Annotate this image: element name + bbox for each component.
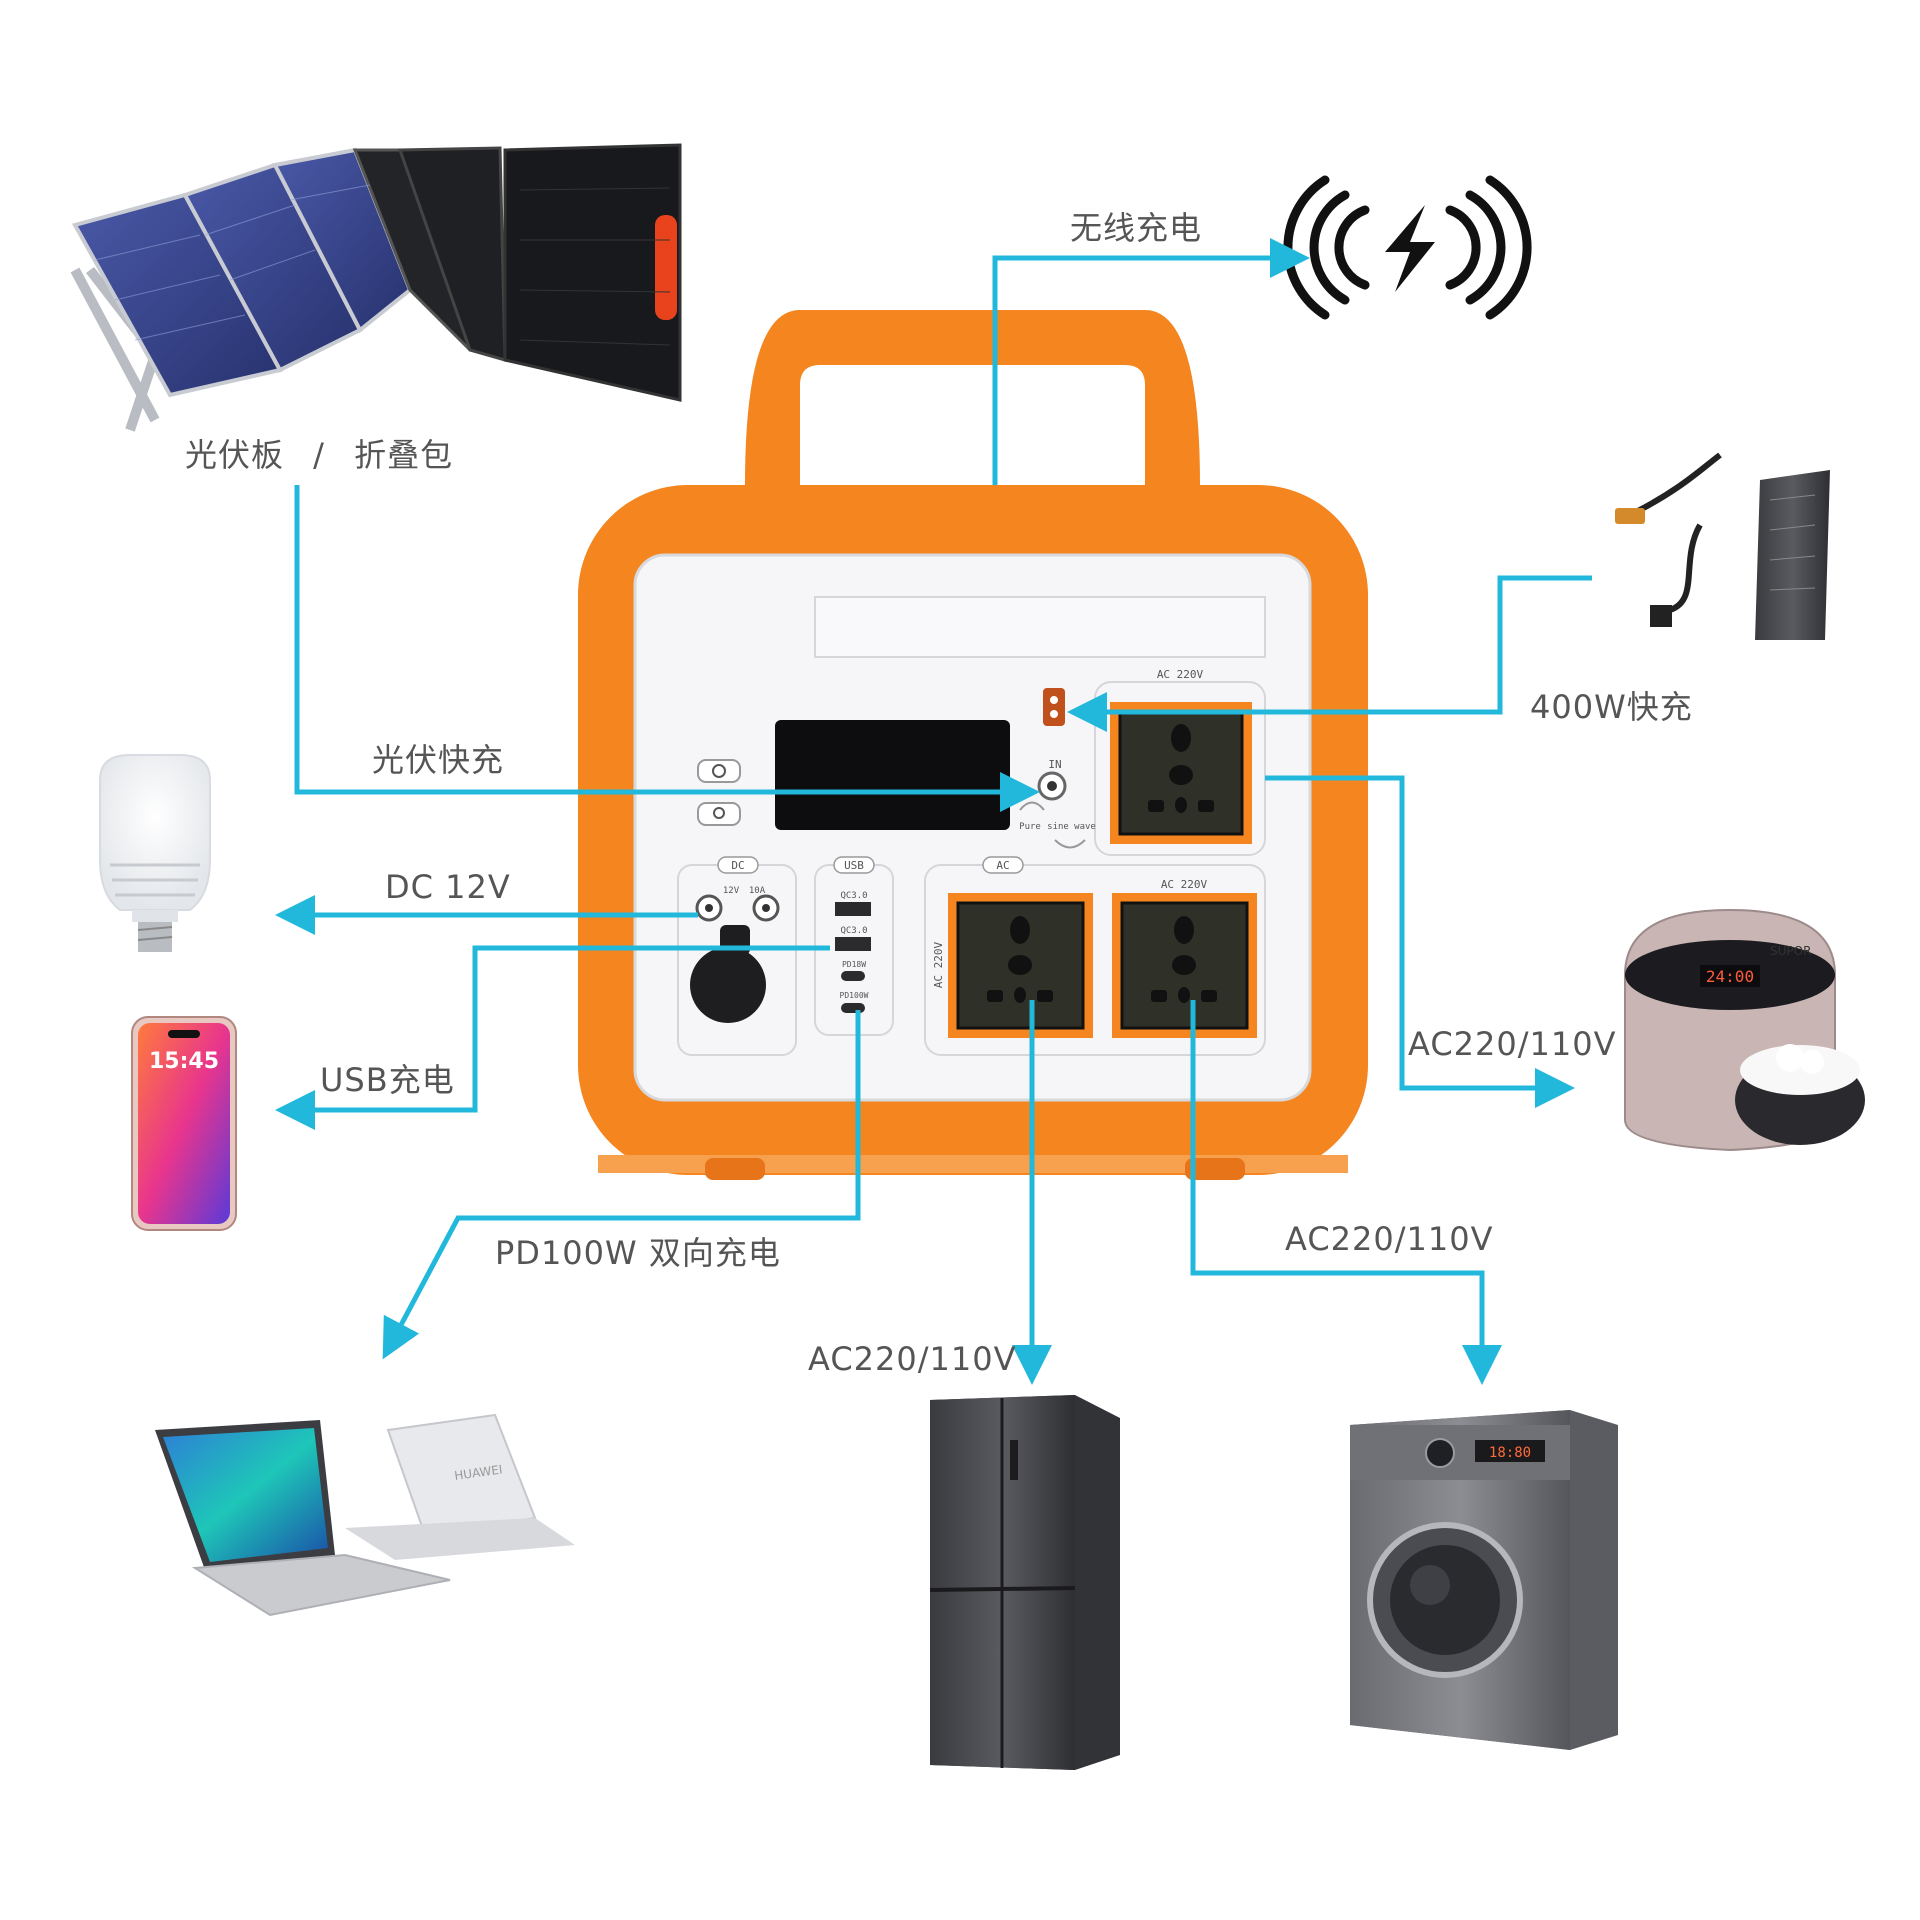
usb-header-text: USB <box>844 859 864 872</box>
ac-right-label: AC220/110V <box>1408 1025 1617 1063</box>
dc-12v-label: DC 12V <box>385 868 511 906</box>
usb-c-pd100-port <box>841 1003 865 1013</box>
ac-header-text: AC <box>996 859 1009 872</box>
sine-text: sine <box>1047 822 1069 832</box>
arrow-solar-to-in <box>294 485 1040 812</box>
solar-panel-label: 光伏板 / 折叠包 <box>185 436 454 474</box>
solar-panel-image <box>70 143 682 432</box>
light-bulb-image <box>99 754 211 952</box>
light-button <box>697 802 741 826</box>
dc-10a-text: 10A <box>749 886 766 896</box>
phone-clock-text: 15:45 <box>149 1049 219 1074</box>
connection-arrows <box>275 238 1592 1385</box>
xt60-input-port <box>1043 688 1065 726</box>
led-light-strip <box>814 596 1266 658</box>
car-socket <box>690 947 766 1023</box>
arrow-pd100 <box>382 1010 861 1360</box>
power-station <box>578 310 1368 1180</box>
cooker-brand-text: SUPOR <box>1770 944 1811 958</box>
arrow-ac-washer <box>1190 1000 1502 1385</box>
outlet-holes <box>987 724 1217 1003</box>
washing-machine-image <box>1350 1410 1618 1750</box>
pd18-text: PD18W <box>842 960 866 969</box>
qc1-text: QC3.0 <box>840 891 867 901</box>
usb-charging-label: USB充电 <box>320 1061 455 1099</box>
rice-cooker-image <box>1624 908 1865 1152</box>
carry-handle <box>745 310 1200 485</box>
ac-fridge-label: AC220/110V <box>808 1340 1017 1378</box>
arrow-charger-to-xt60 <box>1067 575 1592 732</box>
power-button <box>697 759 741 783</box>
laptops-image <box>155 1413 575 1617</box>
ac-220v-top-text: AC 220V <box>1157 668 1204 681</box>
ac-220v-side-text: AC 220V <box>932 941 945 988</box>
pd100w-label: PD100W 双向充电 <box>495 1234 781 1272</box>
lcd-display <box>775 720 1010 830</box>
wave-text: wave <box>1074 822 1096 832</box>
ac-220v-right-text: AC 220V <box>1161 878 1208 891</box>
wireless-charging-label: 无线充电 <box>1070 209 1203 247</box>
usb-c-pd18-port <box>841 971 865 981</box>
usb-qc-port-1 <box>835 902 871 916</box>
laptop-brand-text: HUAWEI <box>453 1462 503 1483</box>
refrigerator-image <box>929 1395 1120 1770</box>
pv-fast-charge-label: 光伏快充 <box>372 741 505 779</box>
dc-header-text: DC <box>731 859 744 872</box>
washer-display-text: 18:80 <box>1489 1445 1531 1461</box>
qc2-text: QC3.0 <box>840 926 867 936</box>
in-text: IN <box>1048 758 1061 771</box>
wireless-charging-icon <box>1283 175 1532 320</box>
arrow-wireless <box>992 238 1310 485</box>
arrow-usb-out <box>275 945 830 1130</box>
dc-12v-text: 12V <box>723 886 740 896</box>
ac-charger-brick-image <box>1615 452 1830 640</box>
fast-charge-400w-label: 400W快充 <box>1530 688 1693 726</box>
smartphone-image <box>131 1016 237 1231</box>
usb-qc-port-2 <box>835 937 871 951</box>
pure-text: Pure <box>1019 822 1041 832</box>
cooker-display-text: 24:00 <box>1706 967 1754 986</box>
ac-washer-label: AC220/110V <box>1285 1220 1494 1258</box>
arrow-ac-right <box>1265 775 1575 1108</box>
pd100-text: PD100W <box>840 991 869 1000</box>
